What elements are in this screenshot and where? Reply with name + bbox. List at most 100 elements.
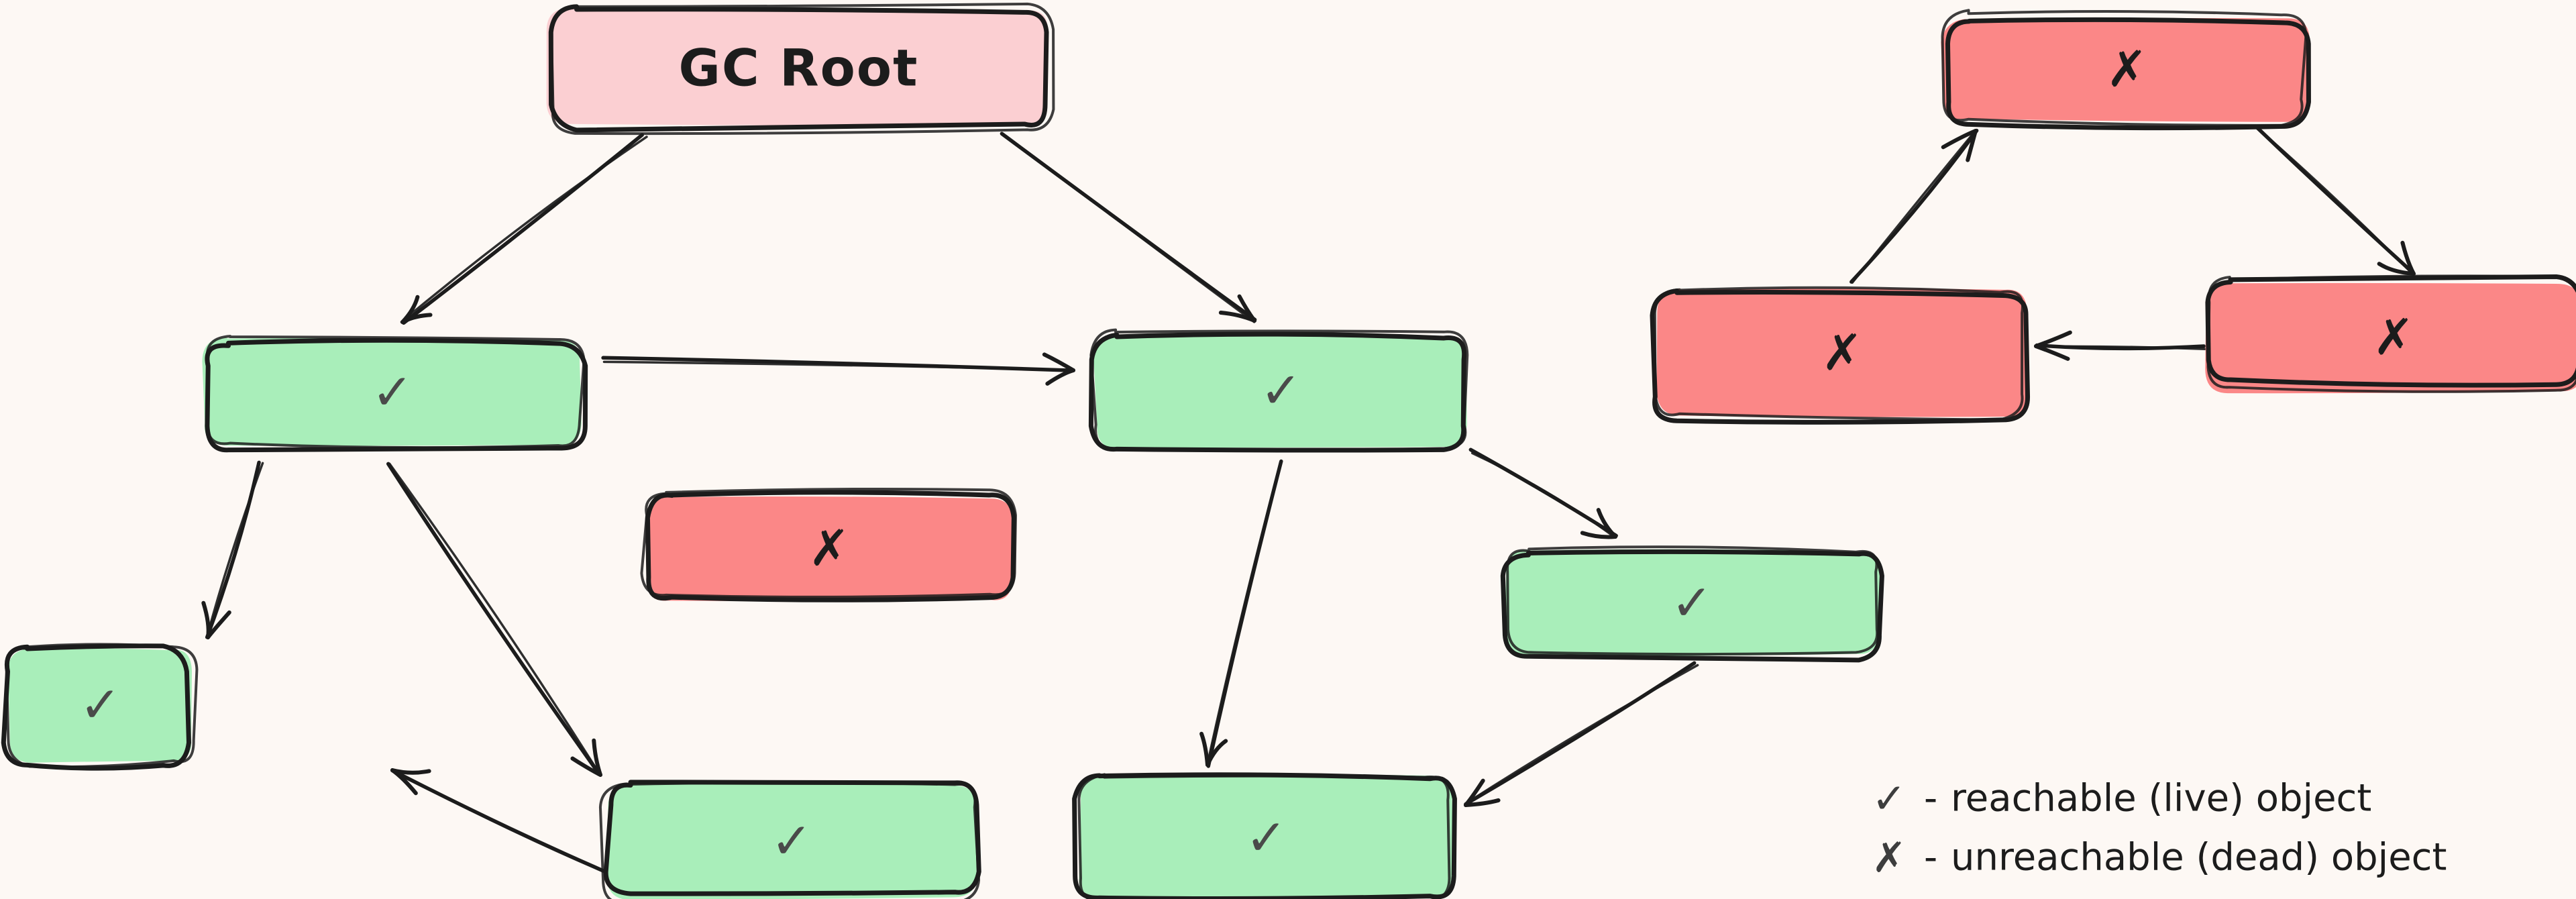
edge-stroke bbox=[392, 769, 608, 874]
node-outline bbox=[1077, 773, 1451, 899]
edge-stroke bbox=[1464, 661, 1697, 806]
dead-object-right[interactable]: ✗ bbox=[2205, 274, 2576, 394]
edge-live-b-to-live-f bbox=[1199, 459, 1283, 768]
node-outline bbox=[645, 490, 1016, 602]
legend-label: reachable (live) object bbox=[1951, 777, 2371, 821]
node-outline bbox=[598, 781, 981, 899]
edge-live-e-to-live-d bbox=[390, 768, 608, 874]
edge-stroke bbox=[400, 136, 648, 323]
gc-root-node[interactable]: GC Root bbox=[546, 2, 1055, 136]
check-icon: ✓ bbox=[1260, 362, 1301, 420]
live-object-b[interactable]: ✓ bbox=[1088, 328, 1469, 453]
check-icon: ✓ bbox=[771, 812, 812, 870]
arrowhead-barb bbox=[206, 610, 231, 639]
dead-object-left[interactable]: ✗ bbox=[1650, 286, 2031, 425]
node-fill bbox=[1079, 774, 1454, 899]
check-icon: ✓ bbox=[1671, 574, 1713, 632]
arrowhead-barb bbox=[400, 313, 433, 324]
edge-stroke bbox=[402, 133, 644, 325]
node-fill bbox=[645, 495, 1014, 602]
node-outline bbox=[549, 2, 1055, 136]
edge-stroke bbox=[1851, 131, 1976, 284]
legend-label: unreachable (dead) object bbox=[1951, 836, 2447, 880]
legend-layer: ✓-reachable (live) object ✗-unreachable (… bbox=[1872, 774, 2447, 882]
node-outline bbox=[2206, 274, 2576, 393]
edges-layer bbox=[201, 125, 2416, 874]
live-object-a[interactable]: ✓ bbox=[202, 335, 588, 453]
edge-stroke bbox=[602, 360, 1075, 372]
node-fill bbox=[1656, 288, 2029, 417]
dead-object-top[interactable]: ✗ bbox=[1941, 9, 2311, 131]
edge-stroke bbox=[2257, 127, 2414, 276]
live-object-d[interactable]: ✓ bbox=[1, 643, 199, 771]
legend-item-live: ✓-reachable (live) object bbox=[1872, 774, 2371, 823]
legend-check-icon: ✓ bbox=[1872, 774, 1907, 823]
legend-dash: - bbox=[1924, 836, 1937, 880]
check-icon: ✓ bbox=[1245, 809, 1287, 867]
node-outline bbox=[640, 487, 1017, 598]
edge-stroke bbox=[205, 462, 264, 638]
edge-stroke bbox=[1464, 664, 1699, 806]
node-outline bbox=[1089, 328, 1469, 452]
arrowhead-barb bbox=[1237, 294, 1256, 323]
cross-icon: ✗ bbox=[2106, 41, 2147, 99]
arrowhead-barb bbox=[1596, 508, 1617, 539]
node-fill bbox=[1093, 335, 1467, 448]
node-outline bbox=[548, 4, 1049, 133]
edge-dead-left-to-dead-top bbox=[1849, 128, 1979, 284]
node-outline bbox=[1941, 9, 2308, 127]
arrowhead-barb bbox=[2034, 344, 2070, 361]
edge-stroke bbox=[1471, 452, 1616, 539]
arrowhead-barb bbox=[2034, 330, 2072, 348]
arrowhead-barb bbox=[1199, 731, 1210, 767]
node-outline bbox=[1500, 549, 1884, 663]
node-outline bbox=[2205, 274, 2576, 388]
arrowhead-barb bbox=[1464, 798, 1501, 807]
arrowhead-barb bbox=[1941, 129, 1978, 150]
arrowhead-barb bbox=[592, 738, 602, 777]
node-fill bbox=[202, 337, 582, 446]
edge-stroke bbox=[2036, 345, 2206, 350]
node-outline bbox=[205, 335, 586, 450]
node-outline bbox=[205, 337, 588, 453]
edge-dead-right-to-dead-left bbox=[2034, 330, 2206, 361]
cross-icon: ✗ bbox=[808, 520, 850, 578]
node-fill bbox=[1505, 549, 1880, 656]
edge-stroke bbox=[1206, 465, 1281, 765]
live-object-e[interactable]: ✓ bbox=[598, 780, 981, 899]
dead-object-isolated[interactable]: ✗ bbox=[640, 487, 1017, 602]
edge-stroke bbox=[1206, 459, 1283, 768]
cross-icon: ✗ bbox=[1821, 324, 1863, 382]
node-fill bbox=[2205, 282, 2576, 394]
edge-live-a-to-live-b bbox=[601, 352, 1075, 386]
arrowhead-barb bbox=[201, 600, 211, 639]
edge-stroke bbox=[388, 462, 602, 777]
edge-stroke bbox=[1004, 134, 1256, 323]
node-fill bbox=[8, 648, 192, 763]
check-icon: ✓ bbox=[79, 676, 121, 734]
arrowhead-barb bbox=[2377, 262, 2416, 276]
arrowhead-barb bbox=[1042, 352, 1075, 372]
check-icon: ✓ bbox=[372, 364, 413, 421]
node-title: GC Root bbox=[679, 38, 919, 98]
arrowhead-barb bbox=[1580, 531, 1617, 539]
cross-icon: ✗ bbox=[2373, 309, 2414, 366]
edge-stroke bbox=[386, 462, 602, 777]
arrowhead-barb bbox=[1045, 368, 1075, 386]
node-outline bbox=[1945, 17, 2311, 131]
node-outline bbox=[1506, 545, 1879, 656]
live-object-c[interactable]: ✓ bbox=[1500, 545, 1884, 663]
edge-live-a-to-live-d bbox=[201, 460, 264, 639]
live-object-f[interactable]: ✓ bbox=[1072, 772, 1457, 899]
arrowhead-barb bbox=[1205, 739, 1228, 767]
node-outline bbox=[5, 643, 199, 769]
edge-live-c-to-live-f bbox=[1464, 661, 1699, 807]
edge-root-to-live-a bbox=[400, 133, 648, 325]
legend-cross-icon: ✗ bbox=[1872, 833, 1907, 882]
edge-live-a-to-live-e bbox=[386, 462, 602, 777]
legend-item-dead: ✗-unreachable (dead) object bbox=[1872, 833, 2447, 882]
node-fill bbox=[1941, 18, 2310, 122]
